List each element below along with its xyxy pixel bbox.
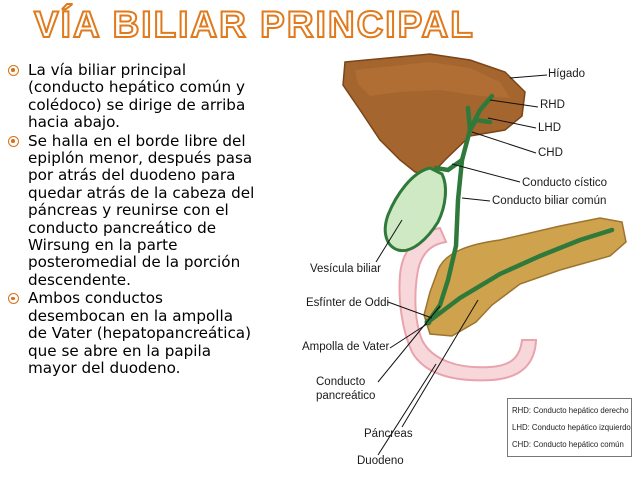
label-lhd: LHD	[538, 122, 562, 134]
label-pancreatic-duct-1: Conducto	[316, 376, 366, 388]
label-chd: CHD	[538, 147, 563, 159]
label-sphincter-oddi: Esfínter de Oddi	[306, 297, 390, 309]
diagram-legend: RHD: Conducto hepático derecho LHD: Cond…	[507, 398, 632, 457]
common-bile-duct	[425, 105, 473, 325]
bullet-item: Se halla en el borde libre del epiplón m…	[6, 131, 256, 290]
bile-ducts	[425, 93, 615, 325]
biliary-anatomy-diagram	[342, 53, 627, 456]
bullet-text: Se halla en el borde libre del epiplón m…	[28, 131, 255, 289]
pancreatic-duct	[425, 227, 615, 325]
label-liver: Hígado	[548, 68, 586, 80]
legend-item: LHD: Conducto hepático izquierdo	[512, 423, 631, 432]
bullet-item: Ambos conductos desembocan en la ampolla…	[6, 290, 256, 377]
gallbladder-shape	[383, 166, 447, 253]
bullet-item: La vía biliar principal (conducto hepáti…	[6, 61, 256, 132]
leader-lines	[375, 74, 548, 456]
cystic-duct	[433, 157, 465, 173]
ampulla-dot	[424, 318, 432, 326]
label-pancreatic-duct-2: pancreático	[316, 390, 376, 402]
slide-title: VÍA BILIAR PRINCIPAL	[33, 3, 475, 46]
bullet-text: La vía biliar principal (conducto hepáti…	[28, 61, 246, 132]
circle-dot-icon	[8, 65, 19, 76]
circle-dot-icon	[8, 135, 19, 147]
bullet-list: La vía biliar principal (conducto hepáti…	[6, 61, 256, 378]
label-ampulla-vater: Ampolla de Vater	[302, 341, 390, 353]
circle-dot-icon	[8, 293, 19, 305]
label-gallbladder: Vesícula biliar	[310, 263, 381, 275]
label-common-bile-duct: Conducto biliar común	[492, 195, 607, 207]
liver-highlight	[355, 62, 510, 98]
label-pancreas: Páncreas	[364, 428, 413, 440]
label-duodenum: Duodeno	[357, 455, 404, 467]
left-hepatic-duct	[467, 117, 493, 133]
legend-item: RHD: Conducto hepático derecho	[512, 406, 629, 415]
legend-item: CHD: Conducto hepático común	[512, 440, 624, 449]
label-rhd: RHD	[540, 99, 565, 111]
label-cystic-duct: Conducto cístico	[522, 177, 608, 189]
bullet-text: Ambos conductos desembocan en la ampolla…	[28, 289, 252, 377]
